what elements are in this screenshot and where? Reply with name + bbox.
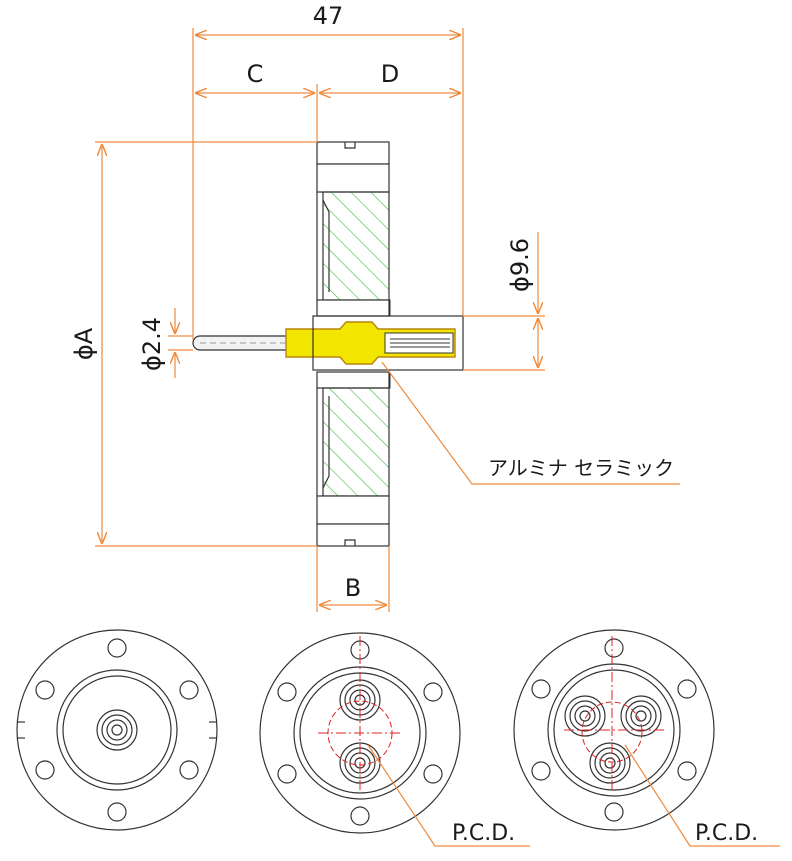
- center-conductor: [192, 299, 464, 389]
- material-callout-leader: [381, 361, 680, 485]
- front-view-3-pin: [513, 629, 780, 847]
- dim-overall-length-label: 47: [313, 2, 344, 30]
- dim-b: [316, 546, 390, 612]
- dim-c-label: C: [247, 60, 264, 88]
- front-view-1-pin: [16, 629, 218, 831]
- dim-c-d: [196, 84, 460, 142]
- dim-phi-9-6-label: ϕ9.6: [506, 238, 534, 292]
- pcd-label-left: P.C.D.: [452, 821, 515, 846]
- front-view-2-pin: [259, 632, 530, 847]
- pcd-label-right: P.C.D.: [695, 821, 758, 846]
- flange-section: [316, 141, 390, 547]
- dim-phi-a: [95, 141, 317, 547]
- dim-b-label: B: [345, 574, 361, 602]
- material-callout-label: アルミナ セラミック: [488, 456, 674, 480]
- dim-d-label: D: [381, 60, 399, 88]
- dim-phi-a-label: ϕA: [70, 327, 98, 360]
- dim-phi-2-4: [168, 308, 193, 378]
- side-view: 47 C D ϕA ϕ2.4 ϕ9.: [70, 2, 680, 612]
- dim-phi-9-6: [463, 232, 545, 371]
- dim-overall-length: [192, 28, 464, 340]
- dim-phi-2-4-label: ϕ2.4: [138, 317, 166, 371]
